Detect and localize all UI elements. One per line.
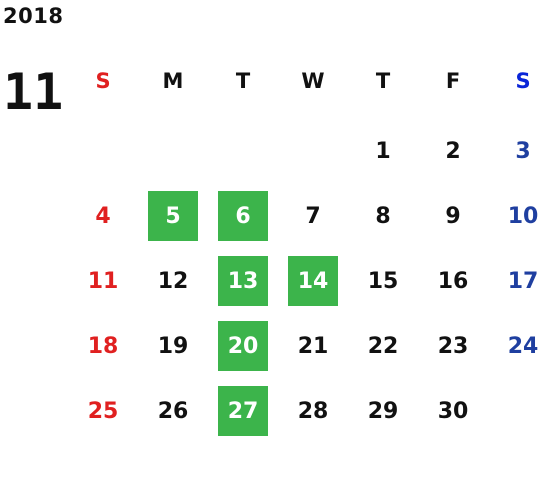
- day-cell[interactable]: 9: [445, 203, 461, 229]
- weekday-header-3: W: [301, 69, 325, 93]
- year-label: 2018: [3, 4, 64, 28]
- day-cell-highlighted[interactable]: 27: [218, 386, 268, 436]
- day-cell[interactable]: 30: [437, 398, 469, 424]
- weekday-header-4: T: [375, 69, 391, 93]
- weekday-header-5: F: [445, 69, 461, 93]
- day-cell[interactable]: 28: [297, 398, 329, 424]
- day-cell[interactable]: 18: [87, 333, 119, 359]
- weekday-header-0: S: [95, 69, 111, 93]
- weekday-header-1: M: [162, 69, 184, 93]
- day-cell[interactable]: 23: [437, 333, 469, 359]
- day-cell[interactable]: 8: [375, 203, 391, 229]
- day-cell-highlighted[interactable]: 5: [148, 191, 198, 241]
- day-cell-highlighted[interactable]: 13: [218, 256, 268, 306]
- month-number: 11: [3, 63, 64, 121]
- day-cell[interactable]: 26: [157, 398, 189, 424]
- day-cell[interactable]: 1: [375, 138, 391, 164]
- day-cell[interactable]: 4: [95, 203, 111, 229]
- day-cell[interactable]: 21: [297, 333, 329, 359]
- day-cell[interactable]: 22: [367, 333, 399, 359]
- day-cell[interactable]: 11: [87, 268, 119, 294]
- weekday-header-2: T: [235, 69, 251, 93]
- day-cell[interactable]: 10: [507, 203, 539, 229]
- day-cell[interactable]: 25: [87, 398, 119, 424]
- day-cell[interactable]: 29: [367, 398, 399, 424]
- day-cell[interactable]: 15: [367, 268, 399, 294]
- day-cell[interactable]: 16: [437, 268, 469, 294]
- day-cell-highlighted[interactable]: 20: [218, 321, 268, 371]
- day-cell[interactable]: 24: [507, 333, 539, 359]
- day-cell-highlighted[interactable]: 14: [288, 256, 338, 306]
- day-cell-highlighted[interactable]: 6: [218, 191, 268, 241]
- day-cell[interactable]: 12: [157, 268, 189, 294]
- day-cell[interactable]: 19: [157, 333, 189, 359]
- day-cell[interactable]: 3: [515, 138, 531, 164]
- day-cell[interactable]: 17: [507, 268, 539, 294]
- day-cell[interactable]: 2: [445, 138, 461, 164]
- day-cell[interactable]: 7: [305, 203, 321, 229]
- weekday-header-6: S: [515, 69, 531, 93]
